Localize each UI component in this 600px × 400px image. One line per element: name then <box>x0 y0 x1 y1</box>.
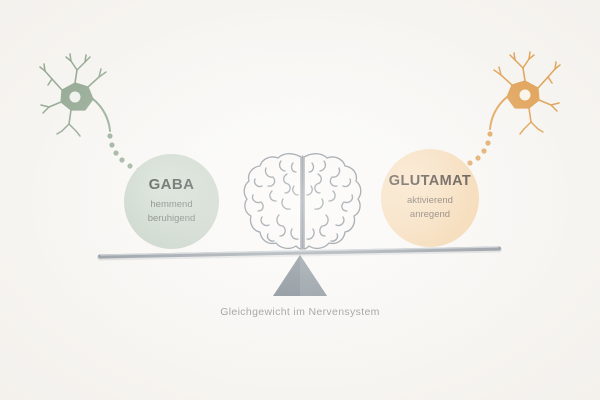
balance-beam-icon <box>97 246 502 261</box>
gaba-subtitle-1: hemmend <box>150 198 193 210</box>
dotted-signal-trail-left <box>107 133 142 173</box>
neuron-icon-left <box>39 53 111 137</box>
glutamat-title: GLUTAMAT <box>388 172 472 189</box>
fulcrum-triangle-icon <box>273 255 327 296</box>
gaba-node[interactable]: GABA hemmend beruhigend <box>124 154 219 249</box>
glutamat-subtitle-1: aktivierend <box>407 194 453 206</box>
brain-icon <box>243 153 362 250</box>
gaba-subtitle-2: beruhigend <box>147 212 196 224</box>
glutamat-node[interactable]: GLUTAMAT aktivierend anregend <box>381 149 479 247</box>
diagram-caption: Gleichgewicht im Nervensystem <box>220 306 380 318</box>
gaba-title: GABA <box>148 176 195 193</box>
neuron-icon-right <box>489 51 561 135</box>
glutamat-subtitle-2: anregend <box>409 208 451 220</box>
